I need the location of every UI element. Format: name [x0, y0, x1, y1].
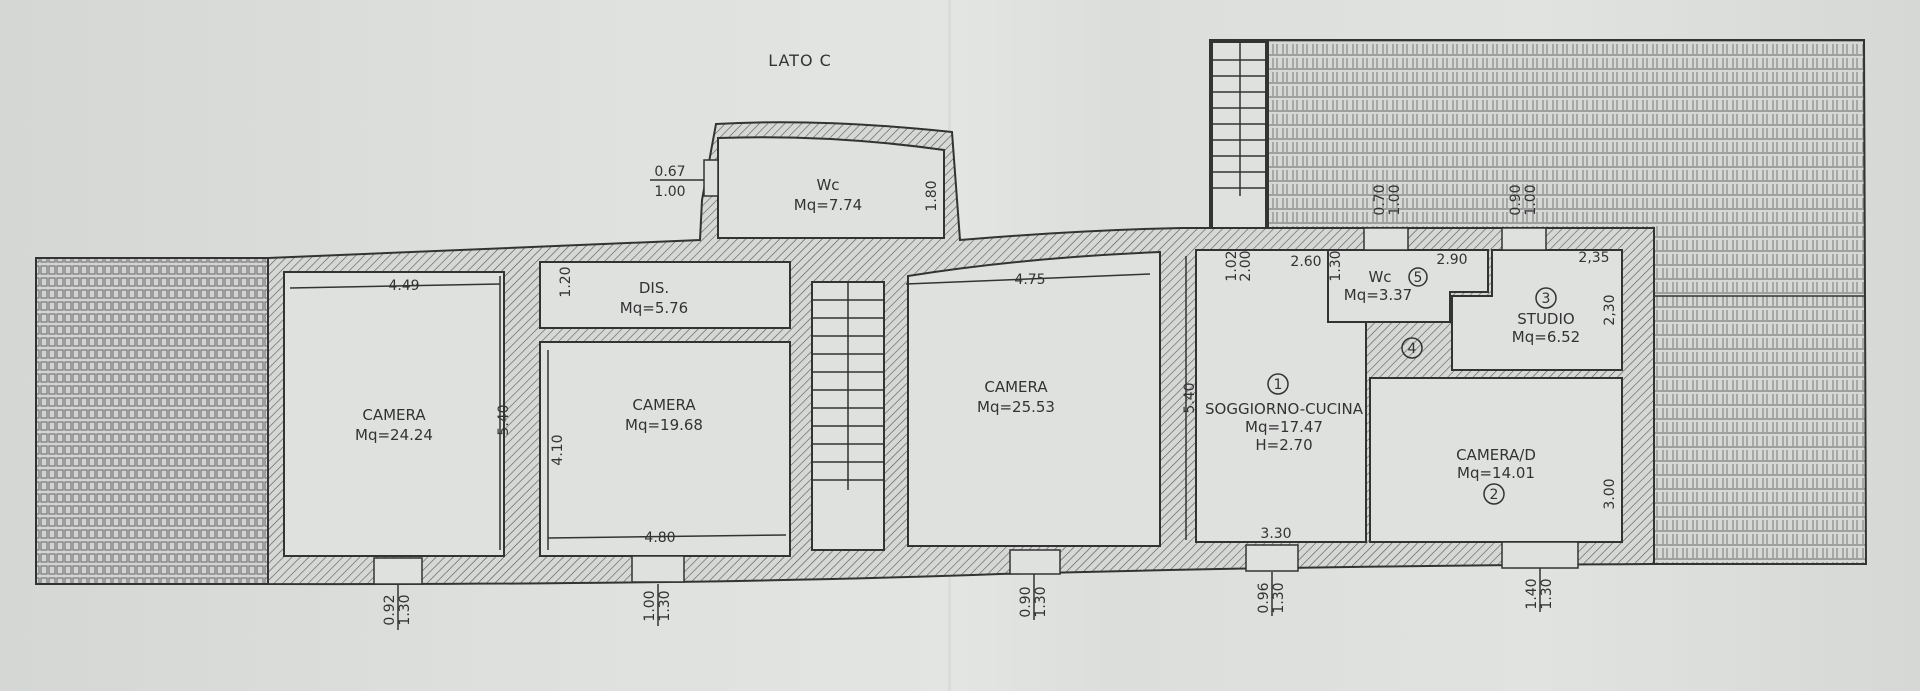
room-area: Mq=3.37 — [1344, 286, 1412, 304]
window-dim: 1.00 — [1523, 184, 1539, 215]
room-name: CAMERA — [362, 406, 426, 424]
entry-steps — [1212, 42, 1266, 196]
entry-stairs — [1211, 41, 1267, 229]
dimension: 3.00 — [1602, 478, 1618, 509]
svg-text:4: 4 — [1408, 341, 1417, 357]
window-dim: 0.96 — [1256, 582, 1272, 613]
dimension: 4.49 — [388, 278, 419, 294]
dimension-lines — [289, 179, 1541, 630]
dimension: 2.60 — [1290, 254, 1321, 270]
window-dim: 0.70 — [1372, 184, 1388, 215]
room-number-badge — [1401, 337, 1423, 359]
dimension: 4.75 — [1014, 272, 1045, 288]
window-dim: 1.30 — [1033, 586, 1049, 617]
window-dim: 0.90 — [1508, 184, 1524, 215]
dimension: 2,30 — [1602, 294, 1618, 325]
room-area: Mq=5.76 — [620, 299, 688, 317]
window-dim: 0.90 — [1018, 586, 1034, 617]
svg-text:3: 3 — [1542, 291, 1551, 307]
stair-steps — [812, 282, 884, 490]
room-number-badge — [1535, 287, 1557, 309]
window-dim: 1.00 — [642, 590, 658, 621]
room-area: Mq=7.74 — [794, 196, 862, 214]
room-area: Mq=17.47 — [1245, 418, 1323, 436]
dimension: 1.02 — [1224, 250, 1240, 281]
window-dim: 1.00 — [1387, 184, 1403, 215]
room-area: Mq=14.01 — [1457, 464, 1535, 482]
dimension: 2.90 — [1436, 252, 1467, 268]
room-camera-3 — [907, 250, 1161, 547]
room-name: STUDIO — [1517, 310, 1574, 328]
svg-text:2: 2 — [1490, 487, 1499, 503]
window-dim: 1.30 — [1271, 582, 1287, 613]
room-name: DIS. — [639, 279, 669, 297]
room-area: Mq=19.68 — [625, 416, 703, 434]
dimension: 3.30 — [1260, 526, 1291, 542]
window-dim: 0.92 — [382, 594, 398, 625]
room-name: CAMERA — [632, 396, 696, 414]
room-wc-2 — [1327, 249, 1489, 323]
dimension: 1.80 — [924, 180, 940, 211]
dimension: 4.80 — [644, 530, 675, 546]
room-name: CAMERA — [984, 378, 1048, 396]
svg-text:5: 5 — [1414, 270, 1423, 286]
room-area: Mq=25.53 — [977, 398, 1055, 416]
dimension: 5.40 — [496, 404, 512, 435]
room-name: Wc — [1368, 268, 1391, 286]
dimension: 1.20 — [558, 266, 574, 297]
room-height: H=2.70 — [1255, 436, 1312, 454]
window-dim: 1.00 — [654, 184, 685, 200]
room-name: SOGGIORNO-CUCINA — [1205, 400, 1364, 418]
window-dim: 1.30 — [657, 590, 673, 621]
room-dis — [539, 261, 791, 329]
room-name: Wc — [816, 176, 839, 194]
side-label: LATO C — [768, 51, 832, 70]
window-dim: 1.40 — [1524, 578, 1540, 609]
dimension: 2.00 — [1238, 250, 1254, 281]
room-number-badge — [1267, 373, 1289, 395]
room-area: Mq=6.52 — [1512, 328, 1580, 346]
dimension: 2,35 — [1578, 250, 1609, 266]
svg-text:1: 1 — [1274, 377, 1283, 393]
room-camera-2 — [539, 341, 791, 557]
window-openings — [373, 159, 1579, 585]
room-camera-d — [1369, 377, 1623, 543]
room-name: CAMERA/D — [1456, 446, 1536, 464]
dimension: 1.30 — [1328, 250, 1344, 281]
room-number-badge — [1408, 267, 1428, 287]
window-dim: 0.67 — [654, 164, 685, 180]
room-wc-1 — [717, 136, 945, 239]
dimension: 4.10 — [550, 434, 566, 465]
left-terrace — [35, 257, 269, 585]
dimension: 5.40 — [1182, 382, 1198, 413]
window-dim: 1.30 — [1539, 578, 1555, 609]
room-area: Mq=24.24 — [355, 426, 433, 444]
room-camera-1 — [283, 271, 505, 557]
room-number-badge — [1483, 483, 1505, 505]
room-studio — [1451, 249, 1623, 371]
window-dim: 1.30 — [397, 594, 413, 625]
